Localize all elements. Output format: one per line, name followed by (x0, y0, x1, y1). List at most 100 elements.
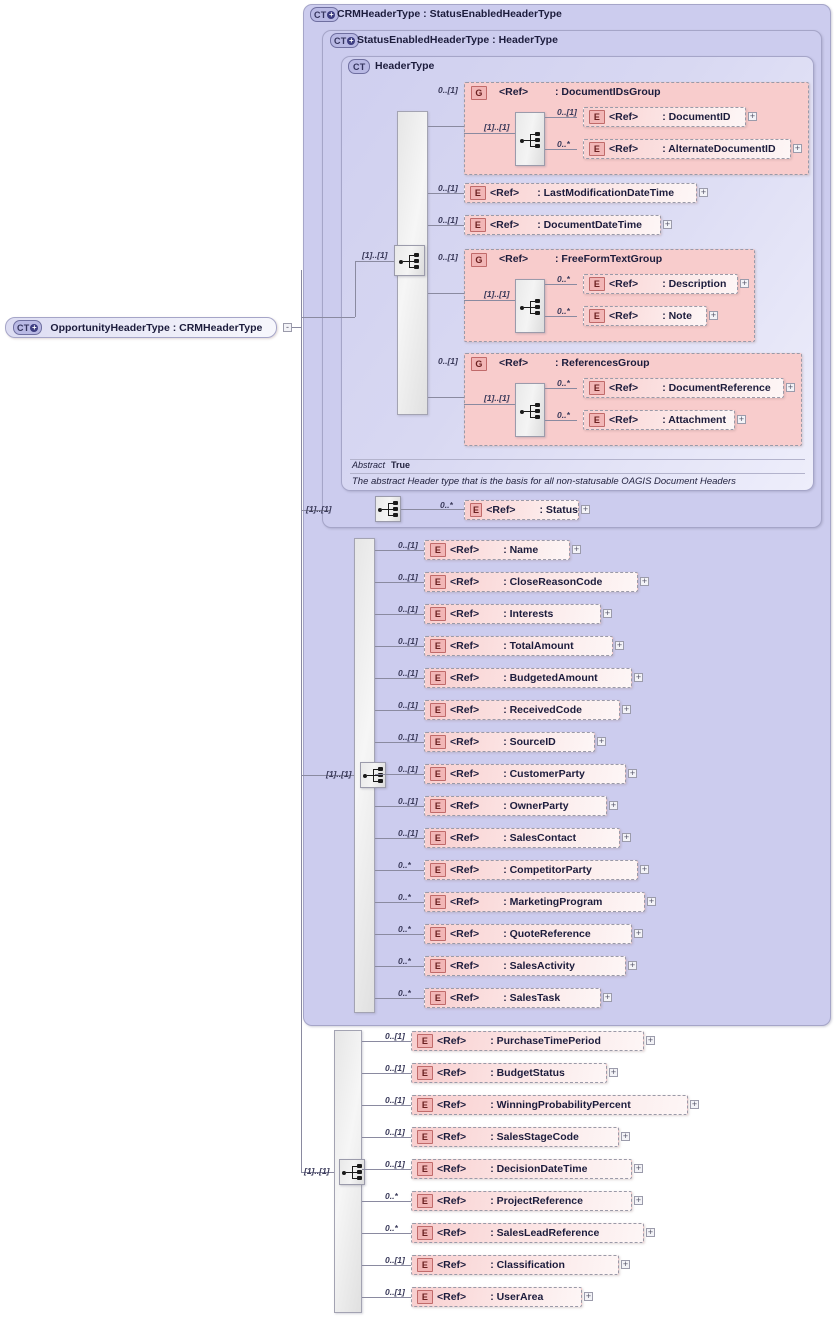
element-box-ownerparty[interactable]: E<Ref>: OwnerParty (424, 796, 607, 816)
e-badge-lastmodificationdatetime[interactable]: E (470, 186, 486, 200)
element-box-purchasetimeperiod[interactable]: E<Ref>: PurchaseTimePeriod (411, 1031, 644, 1051)
expander-customerparty[interactable]: + (628, 768, 637, 778)
element-box-salesstagecode[interactable]: E<Ref>: SalesStageCode (411, 1127, 619, 1147)
element-box-budgetedamount[interactable]: E<Ref>: BudgetedAmount (424, 668, 632, 688)
e-badge-classification[interactable]: E (417, 1258, 433, 1272)
element-box-salesactivity[interactable]: E<Ref>: SalesActivity (424, 956, 626, 976)
expander-documentdatetime[interactable]: + (663, 219, 672, 229)
element-box-sourceid[interactable]: E<Ref>: SourceID (424, 732, 595, 752)
expander-userarea[interactable]: + (584, 1291, 593, 1301)
e-badge-receivedcode[interactable]: E (430, 703, 446, 717)
e-badge-description[interactable]: E (589, 277, 605, 291)
root-expander-toggle[interactable]: - (283, 323, 292, 332)
sequence-compositor-headertype[interactable] (394, 245, 425, 276)
e-badge-projectreference[interactable]: E (417, 1194, 433, 1208)
expander-name[interactable]: + (572, 544, 581, 554)
g-badge-documentidsgroup[interactable]: G (471, 86, 487, 100)
element-box-lastmodificationdatetime[interactable]: E <Ref> : LastModificationDateTime (464, 183, 697, 203)
element-box-marketingprogram[interactable]: E<Ref>: MarketingProgram (424, 892, 645, 912)
e-badge-salesactivity[interactable]: E (430, 959, 446, 973)
ct-badge-headertype[interactable]: CT (348, 59, 371, 74)
sequence-compositor-statusenabledheadertype[interactable] (375, 496, 401, 522)
element-box-status[interactable]: E <Ref> : Status (464, 500, 579, 520)
sequence-compositor-freeformtextgroup[interactable] (515, 279, 545, 333)
element-box-projectreference[interactable]: E<Ref>: ProjectReference (411, 1191, 632, 1211)
element-box-interests[interactable]: E<Ref>: Interests (424, 604, 601, 624)
group-box-freeformtextgroup[interactable] (464, 249, 755, 342)
element-box-closereasoncode[interactable]: E<Ref>: CloseReasonCode (424, 572, 638, 592)
expander-lastmodificationdatetime[interactable]: + (699, 187, 708, 197)
ct-badge-crmheadertype[interactable]: CT+ (310, 7, 340, 22)
element-box-winningprobabilitypercent[interactable]: E<Ref>: WinningProbabilityPercent (411, 1095, 688, 1115)
expander-budgetstatus[interactable]: + (609, 1067, 618, 1077)
e-badge-documentdatetime[interactable]: E (470, 218, 486, 232)
expander-note[interactable]: + (709, 310, 718, 320)
expander-winningprobabilitypercent[interactable]: + (690, 1099, 699, 1109)
root-node-opportunityheadertype[interactable]: CT+ OpportunityHeaderType : CRMHeaderTyp… (5, 317, 277, 338)
expander-documentid[interactable]: + (748, 111, 757, 121)
g-badge-freeformtextgroup[interactable]: G (471, 253, 487, 267)
e-badge-ownerparty[interactable]: E (430, 799, 446, 813)
expander-status[interactable]: + (581, 504, 590, 514)
expander-ownerparty[interactable]: + (609, 800, 618, 810)
expander-salesstagecode[interactable]: + (621, 1131, 630, 1141)
e-badge-competitorparty[interactable]: E (430, 863, 446, 877)
e-badge-winningprobabilitypercent[interactable]: E (417, 1098, 433, 1112)
expander-documentreference[interactable]: + (786, 382, 795, 392)
expander-description[interactable]: + (740, 278, 749, 288)
e-badge-attachment[interactable]: E (589, 413, 605, 427)
element-box-documentdatetime[interactable]: E <Ref> : DocumentDateTime (464, 215, 661, 235)
expander-salesleadreference[interactable]: + (646, 1227, 655, 1237)
e-badge-closereasoncode[interactable]: E (430, 575, 446, 589)
e-badge-budgetstatus[interactable]: E (417, 1066, 433, 1080)
element-box-description[interactable]: E <Ref> : Description (583, 274, 738, 294)
expander-marketingprogram[interactable]: + (647, 896, 656, 906)
g-badge-referencesgroup[interactable]: G (471, 357, 487, 371)
e-badge-name[interactable]: E (430, 543, 446, 557)
element-box-attachment[interactable]: E <Ref> : Attachment (583, 410, 735, 430)
element-box-totalamount[interactable]: E<Ref>: TotalAmount (424, 636, 613, 656)
e-badge-documentid[interactable]: E (589, 110, 605, 124)
e-badge-budgetedamount[interactable]: E (430, 671, 446, 685)
expander-salestask[interactable]: + (603, 992, 612, 1002)
expander-interests[interactable]: + (603, 608, 612, 618)
expander-closereasoncode[interactable]: + (640, 576, 649, 586)
e-badge-salestask[interactable]: E (430, 991, 446, 1005)
element-box-documentreference[interactable]: E <Ref> : DocumentReference (583, 378, 784, 398)
e-badge-status[interactable]: E (470, 503, 483, 517)
e-badge-salescontact[interactable]: E (430, 831, 446, 845)
e-badge-documentreference[interactable]: E (589, 381, 605, 395)
ct-badge-statusenabledheadertype[interactable]: CT+ (330, 33, 360, 48)
expander-competitorparty[interactable]: + (640, 864, 649, 874)
element-box-quotereference[interactable]: E<Ref>: QuoteReference (424, 924, 632, 944)
expander-purchasetimeperiod[interactable]: + (646, 1035, 655, 1045)
element-box-classification[interactable]: E<Ref>: Classification (411, 1255, 619, 1275)
expander-projectreference[interactable]: + (634, 1195, 643, 1205)
element-box-receivedcode[interactable]: E<Ref>: ReceivedCode (424, 700, 620, 720)
expander-alternatedocumentid[interactable]: + (793, 143, 802, 153)
element-box-documentid[interactable]: E <Ref> : DocumentID (583, 107, 746, 127)
element-box-salescontact[interactable]: E<Ref>: SalesContact (424, 828, 620, 848)
element-box-competitorparty[interactable]: E<Ref>: CompetitorParty (424, 860, 638, 880)
e-badge-salesleadreference[interactable]: E (417, 1226, 433, 1240)
sequence-compositor-crmheadertype[interactable] (360, 762, 386, 788)
e-badge-interests[interactable]: E (430, 607, 446, 621)
element-box-note[interactable]: E <Ref> : Note (583, 306, 707, 326)
e-badge-salesstagecode[interactable]: E (417, 1130, 433, 1144)
element-box-alternatedocumentid[interactable]: E <Ref> : AlternateDocumentID (583, 139, 791, 159)
e-badge-quotereference[interactable]: E (430, 927, 446, 941)
expander-salesactivity[interactable]: + (628, 960, 637, 970)
sequence-compositor-opportunityheadertype[interactable] (339, 1159, 365, 1185)
expander-receivedcode[interactable]: + (622, 704, 631, 714)
e-badge-customerparty[interactable]: E (430, 767, 446, 781)
expander-classification[interactable]: + (621, 1259, 630, 1269)
ct-badge-root[interactable]: CT+ (13, 320, 43, 335)
e-badge-decisiondatetime[interactable]: E (417, 1162, 433, 1176)
element-box-userarea[interactable]: E<Ref>: UserArea (411, 1287, 582, 1307)
e-badge-sourceid[interactable]: E (430, 735, 446, 749)
e-badge-alternatedocumentid[interactable]: E (589, 142, 605, 156)
element-box-name[interactable]: E<Ref>: Name (424, 540, 570, 560)
expander-salescontact[interactable]: + (622, 832, 631, 842)
expander-budgetedamount[interactable]: + (634, 672, 643, 682)
sequence-compositor-documentidsgroup[interactable] (515, 112, 545, 166)
